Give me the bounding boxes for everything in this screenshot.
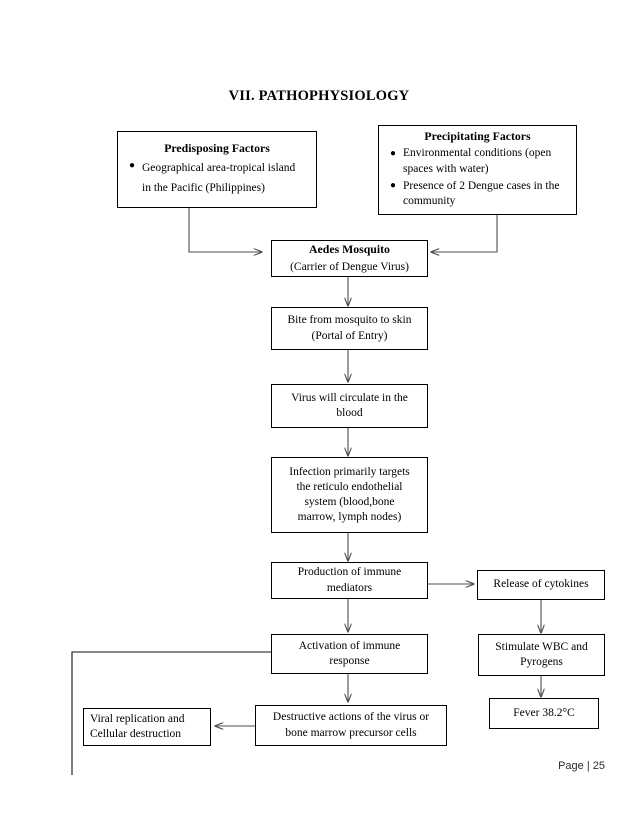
node-aedes-mosquito[interactable]: Aedes Mosquito (Carrier of Dengue Virus) [271,240,428,277]
precipitating-bullets: ●Environmental conditions (open spaces w… [379,146,576,211]
viral-line-2: Cellular destruction [90,728,182,740]
aedes-subtitle: (Carrier of Dengue Virus) [290,260,409,273]
list-item: ●Geographical area-tropical island [129,159,296,175]
mediators-line-1: Production of immune [297,566,402,579]
page-footer: Page | 25 [558,760,605,772]
wbc-line-1: Stimulate WBC and [495,640,588,653]
node-stimulate-wbc-pyrogens[interactable]: Stimulate WBC and Pyrogens [478,634,605,676]
node-activation-immune-response[interactable]: Activation of immune response [271,634,428,674]
activation-line-1: Activation of immune [298,639,401,652]
predisposing-title: Predisposing Factors [164,140,270,155]
node-bite-portal-of-entry[interactable]: Bite from mosquito to skin (Portal of En… [271,307,428,350]
edge-precipitating-to-aedes [431,215,498,252]
destructive-line-1: Destructive actions of the virus or [272,711,430,724]
infection-line-3: system (blood,bone [304,496,395,508]
mediators-line-2: mediators [326,581,373,594]
infection-line-4: marrow, lymph nodes) [297,511,402,524]
bullet-dot-icon: ● [390,180,397,192]
destructive-line-2: bone marrow precursor cells [285,726,417,739]
node-fever[interactable]: Fever 38.2°C [489,698,599,729]
node-virus-circulate-blood[interactable]: Virus will circulate in the blood [271,384,428,428]
page-title: VII. PATHOPHYSIOLOGY [228,88,410,104]
fever-line-1: Fever 38.2°C [513,706,575,719]
infection-line-1: Infection primarily targets [289,465,410,478]
circulate-line-2: blood [336,407,363,419]
bullet-dot-icon: ● [129,159,136,171]
node-predisposing-factors[interactable]: Predisposing Factors ●Geographical area-… [117,131,317,208]
node-infection-reticulo-endothelial[interactable]: Infection primarily targets the reticulo… [271,457,428,533]
circulate-line-1: Virus will circulate in the [291,391,408,404]
infection-line-2: the reticulo endothelial [296,480,403,493]
bite-line-1: Bite from mosquito to skin [287,314,412,327]
viral-line-1: Viral replication and [90,712,185,725]
aedes-title: Aedes Mosquito [309,242,390,257]
cytokines-line-1: Release of cytokines [493,578,589,591]
precipitating-title: Precipitating Factors [424,128,531,143]
predisposing-bullets: ●Geographical area-tropical island in th… [118,158,316,198]
bite-line-2: (Portal of Entry) [311,329,388,342]
bullet-dot-icon: ● [390,147,397,159]
node-production-immune-mediators[interactable]: Production of immune mediators [271,562,428,599]
node-release-of-cytokines[interactable]: Release of cytokines [477,570,605,600]
list-item: ●Environmental conditions (open spaces w… [390,147,552,175]
list-item: ●Presence of 2 Dengue cases in the commu… [390,179,560,207]
node-viral-replication[interactable]: Viral replication and Cellular destructi… [83,708,211,746]
node-precipitating-factors[interactable]: Precipitating Factors ●Environmental con… [378,125,577,215]
edge-predisposing-to-aedes [188,208,262,252]
node-destructive-actions[interactable]: Destructive actions of the virus or bone… [255,705,447,746]
list-item: in the Pacific (Philippines) [142,182,265,195]
wbc-line-2: Pyrogens [520,656,563,668]
activation-line-2: response [329,655,370,667]
